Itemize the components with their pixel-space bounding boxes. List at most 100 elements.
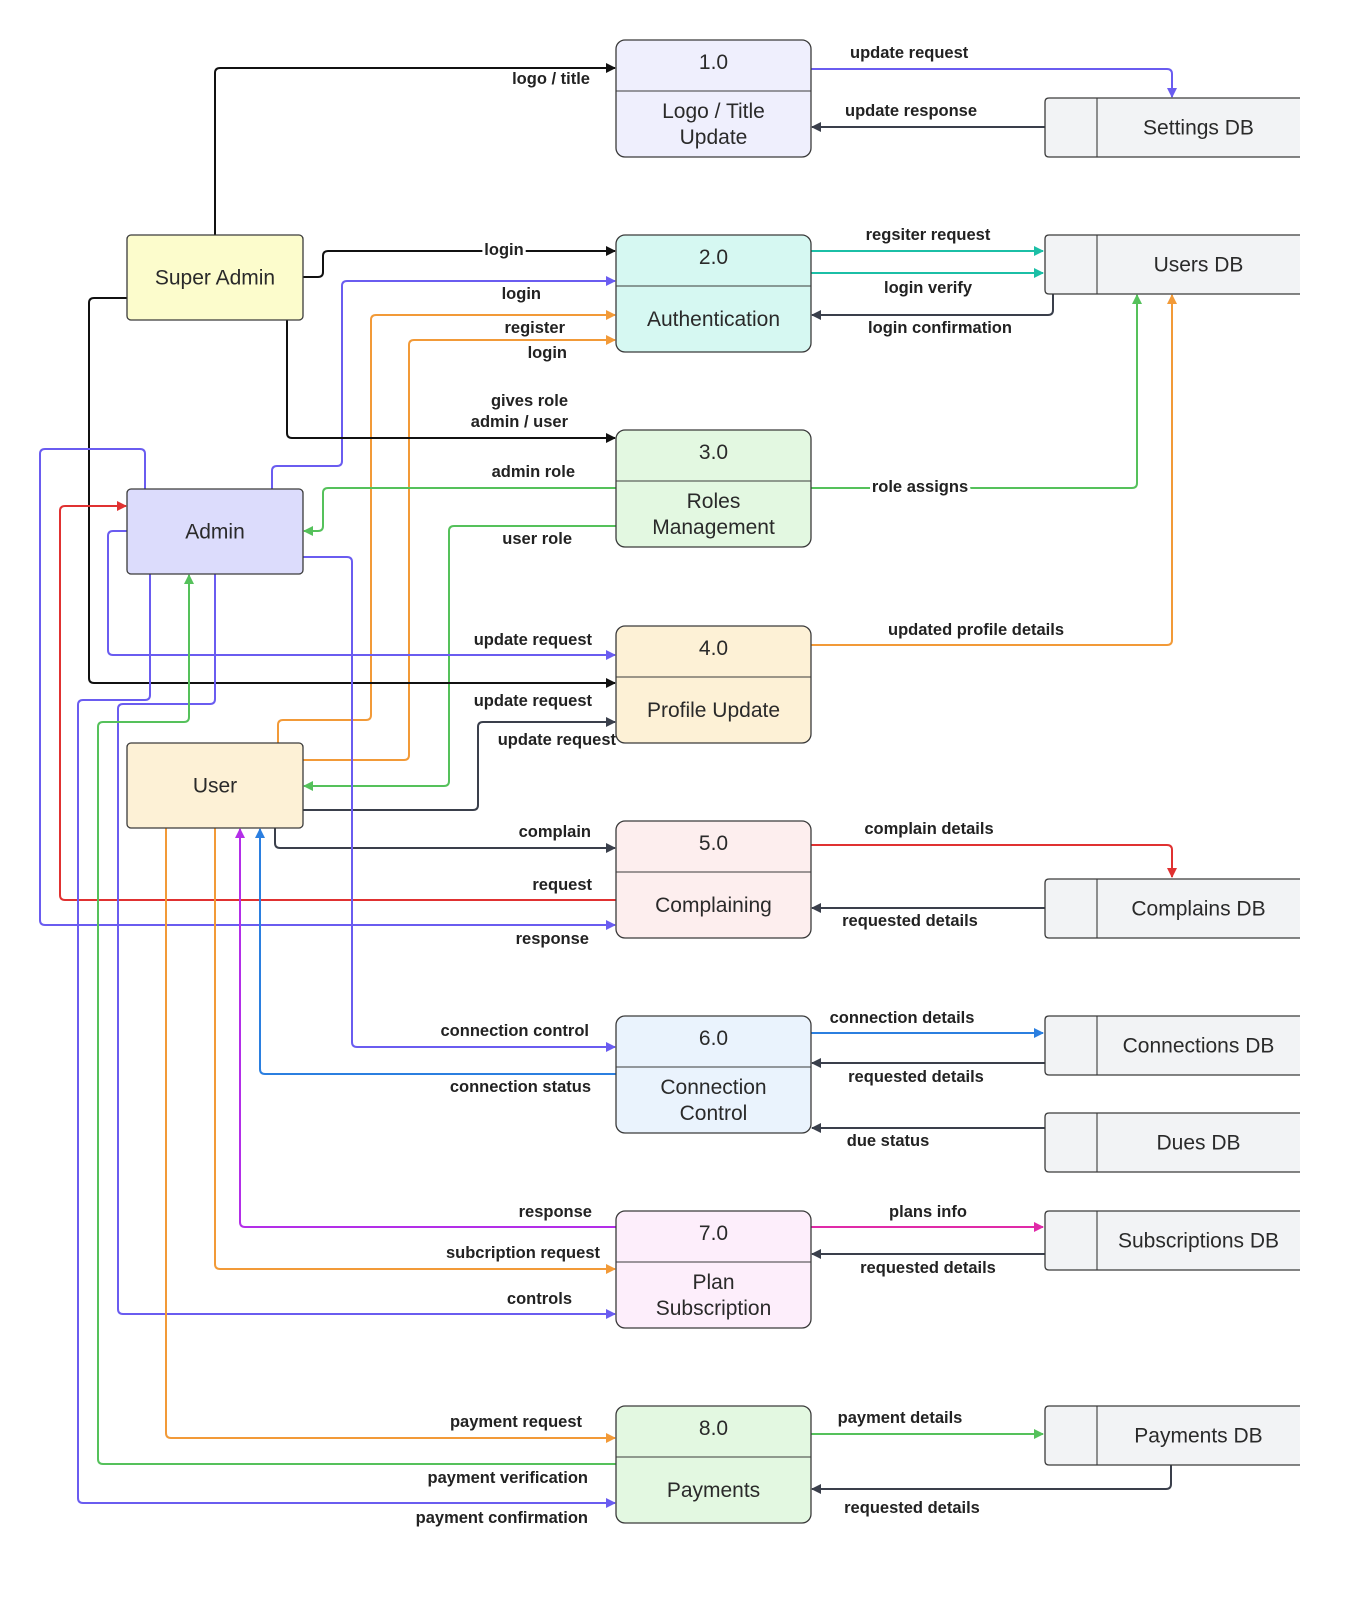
- flow-label-plan-response: response: [519, 1203, 592, 1221]
- flow-label-subscriptions-requested-details: requested details: [860, 1259, 996, 1277]
- process-number: 1.0: [699, 51, 728, 74]
- flow-label-update-response: update response: [845, 102, 977, 120]
- flow-label-gives-role: admin / user: [471, 413, 569, 431]
- datastore-connections-db[interactable]: Connections DB: [1044, 1015, 1300, 1076]
- process-name: Payments: [667, 1479, 760, 1502]
- datastore-users-db[interactable]: Users DB: [1044, 234, 1300, 295]
- entity-box: [126, 742, 304, 829]
- flow-user-register: [277, 310, 616, 743]
- datastore-box: [1044, 878, 1300, 939]
- flow-label-payment-details: payment details: [838, 1409, 963, 1427]
- datastore-name: Dues DB: [1156, 1132, 1240, 1155]
- flow-label-gives-role: gives role: [491, 392, 568, 410]
- datastore-name: Settings DB: [1143, 117, 1254, 140]
- flow-complaint-response: [39, 448, 616, 930]
- flow-complain: [274, 828, 616, 853]
- datastore-subscriptions-db[interactable]: Subscriptions DB: [1044, 1210, 1300, 1271]
- flow-payment-confirmation: [77, 574, 616, 1508]
- datastore-box: [1044, 1210, 1300, 1271]
- flow-label-sa-update-request: update request: [474, 692, 593, 710]
- flow-complain-details: [811, 844, 1177, 878]
- flow-gives-role: [286, 320, 616, 443]
- flow-label-complaint-response: response: [516, 930, 589, 948]
- process-box: [615, 1405, 812, 1524]
- flow-label-user-role: user role: [502, 530, 572, 548]
- process-name: Connection: [660, 1076, 766, 1099]
- flow-label-updated-profile-details: updated profile details: [888, 621, 1064, 639]
- datastore-name: Payments DB: [1134, 1425, 1262, 1448]
- flow-label-user-login: login: [528, 344, 567, 362]
- flow-user-update-request: [303, 717, 616, 811]
- flow-label-connection-status: connection status: [450, 1078, 591, 1096]
- flow-label-payment-verification: payment verification: [428, 1469, 588, 1487]
- datastore-payments-db[interactable]: Payments DB: [1044, 1405, 1300, 1466]
- flow-complaint-request: [59, 501, 616, 901]
- flow-sa-update-request: [88, 297, 616, 688]
- flow-label-role-assigns: role assigns: [872, 478, 968, 496]
- flow-logo-title: [214, 63, 616, 235]
- flow-label-complaint-request: request: [532, 876, 592, 894]
- datastore-settings-db[interactable]: Settings DB: [1044, 97, 1300, 158]
- process-box: [615, 234, 812, 353]
- process-name: Plan: [692, 1271, 734, 1294]
- process-box: [615, 625, 812, 744]
- datastore-box: [1044, 1405, 1300, 1466]
- process-number: 2.0: [699, 246, 728, 269]
- entity-super-admin[interactable]: Super Admin: [126, 234, 304, 321]
- flow-label-user-register: register: [504, 319, 565, 337]
- flow-label-sa-login: login: [484, 241, 523, 259]
- entity-box: [126, 488, 304, 575]
- process-name: Roles: [687, 490, 741, 513]
- flow-label-complains-requested-details: requested details: [842, 912, 978, 930]
- process-box: [615, 820, 812, 939]
- flow-label-login-confirmation: login confirmation: [868, 319, 1012, 337]
- flow-label-payment-confirmation: payment confirmation: [416, 1509, 588, 1527]
- datastore-name: Connections DB: [1123, 1035, 1275, 1058]
- flow-label-user-update-request: update request: [498, 731, 617, 749]
- flow-label-connection-control: connection control: [441, 1022, 590, 1040]
- flow-role-assigns: [811, 294, 1142, 489]
- datastore-box: [1044, 97, 1300, 158]
- flow-label-plans-info: plans info: [889, 1203, 967, 1221]
- flow-label-admin-role: admin role: [492, 463, 575, 481]
- flow-label-admin-login: login: [502, 285, 541, 303]
- flow-label-register-request: regsiter request: [866, 226, 991, 244]
- flow-label-subscription-request: subcription request: [446, 1244, 601, 1262]
- process-name: Complaining: [655, 894, 772, 917]
- datastore-name: Complains DB: [1131, 898, 1265, 921]
- entity-admin[interactable]: Admin: [126, 488, 304, 575]
- labels-layer: logo / title update request update respons…: [416, 44, 1064, 1527]
- flow-label-payments-requested-details: requested details: [844, 1499, 980, 1517]
- flow-label-due-status: due status: [847, 1132, 930, 1150]
- flow-label-logo-title: logo / title: [512, 70, 590, 88]
- flow-payments-requested-details: [811, 1465, 1172, 1494]
- flow-label-complain-details: complain details: [864, 820, 993, 838]
- flows-layer: [39, 63, 1177, 1508]
- process-number: 6.0: [699, 1027, 728, 1050]
- entity-box: [126, 234, 304, 321]
- flow-update-request-settings: [811, 68, 1177, 98]
- flow-updated-profile-details: [811, 294, 1177, 646]
- process-name: Profile Update: [647, 699, 780, 722]
- flow-label-login-verify: login verify: [884, 279, 973, 297]
- entity-user[interactable]: User: [126, 742, 304, 829]
- datastore-box: [1044, 1112, 1300, 1173]
- process-number: 4.0: [699, 637, 728, 660]
- flow-label-admin-update-request: update request: [474, 631, 593, 649]
- datastore-dues-db[interactable]: Dues DB: [1044, 1112, 1300, 1173]
- entity-name: Super Admin: [155, 267, 275, 290]
- process-box: [615, 429, 812, 548]
- datastore-complains-db[interactable]: Complains DB: [1044, 878, 1300, 939]
- process-name: Authentication: [647, 308, 780, 331]
- flow-payment-verification: [97, 574, 616, 1465]
- process-box: [615, 1015, 812, 1134]
